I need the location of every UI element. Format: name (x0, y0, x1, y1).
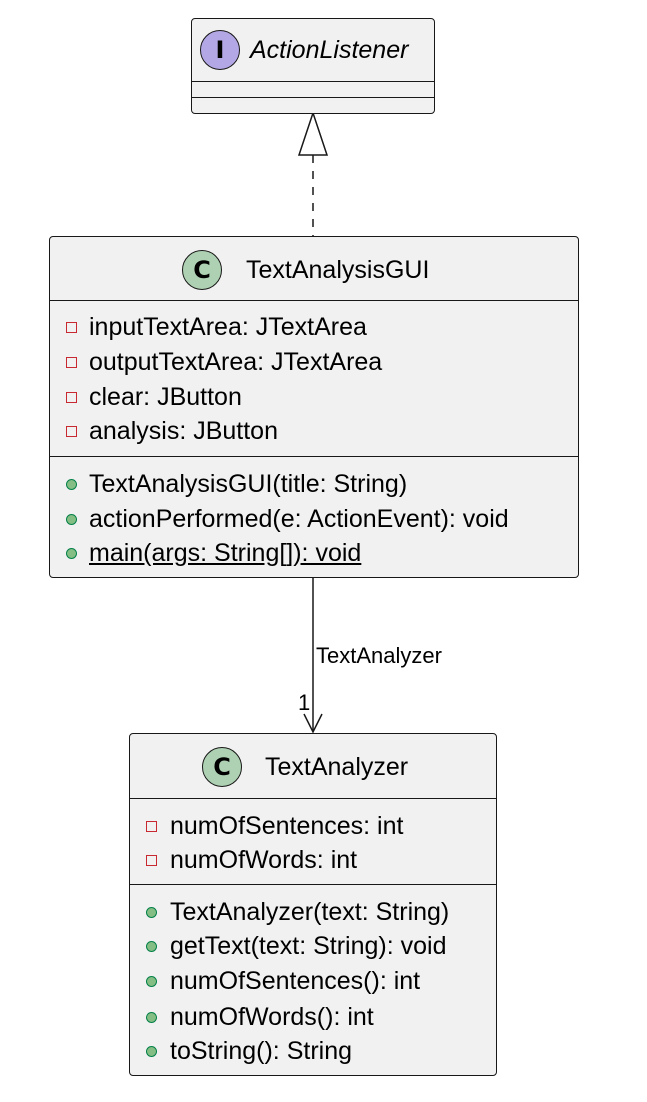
gui-class-stereotype-icon: C (182, 250, 222, 290)
private-field-icon (66, 426, 77, 437)
class-textanalysisgui: C TextAnalysisGUI inputTextArea: JTextAr… (49, 236, 579, 578)
realization-arrowhead (297, 110, 329, 156)
public-method-icon (66, 479, 77, 490)
interface-actionlistener: I ActionListener (191, 18, 435, 114)
analyzer-class-stereotype-icon: C (202, 747, 242, 787)
public-method-icon (146, 976, 157, 987)
gui-static-method: main(args: String[]): void (89, 539, 362, 567)
gui-field: clear: JButton (89, 383, 242, 411)
private-field-icon (146, 855, 157, 866)
association-arrowhead (303, 713, 323, 734)
public-method-icon (146, 941, 157, 952)
gui-field: analysis: JButton (89, 417, 278, 445)
class-textanalyzer: C TextAnalyzer numOfSentences: int numOf… (129, 733, 497, 1076)
analyzer-field: numOfSentences: int (170, 812, 404, 840)
private-field-icon (66, 392, 77, 403)
public-method-icon (146, 1046, 157, 1057)
gui-method: TextAnalysisGUI(title: String) (89, 470, 408, 498)
interface-name: ActionListener (250, 36, 409, 64)
analyzer-method: numOfSentences(): int (170, 967, 421, 995)
association-multiplicity: 1 (298, 690, 311, 715)
public-method-icon (66, 514, 77, 525)
gui-method: actionPerformed(e: ActionEvent): void (89, 505, 509, 533)
analyzer-class-header: C TextAnalyzer (130, 734, 496, 799)
interface-header: I ActionListener (192, 19, 434, 82)
gui-field: inputTextArea: JTextArea (89, 313, 367, 341)
gui-field: outputTextArea: JTextArea (89, 348, 383, 376)
private-field-icon (146, 821, 157, 832)
gui-class-header: C TextAnalysisGUI (50, 237, 578, 301)
public-method-icon (146, 907, 157, 918)
private-field-icon (66, 357, 77, 368)
analyzer-field: numOfWords: int (170, 846, 358, 874)
public-method-icon (146, 1012, 157, 1023)
gui-class-name: TextAnalysisGUI (246, 256, 430, 284)
analyzer-class-name: TextAnalyzer (265, 753, 409, 781)
analyzer-method: TextAnalyzer(text: String) (170, 898, 450, 926)
association-label: TextAnalyzer (316, 643, 442, 668)
interface-divider (192, 97, 434, 98)
private-field-icon (66, 322, 77, 333)
analyzer-class-divider (130, 884, 496, 885)
analyzer-method: numOfWords(): int (170, 1003, 374, 1031)
analyzer-method: toString(): String (170, 1037, 353, 1065)
public-method-icon (66, 548, 77, 559)
gui-class-divider (50, 456, 578, 457)
analyzer-method: getText(text: String): void (170, 932, 447, 960)
interface-stereotype-icon: I (200, 30, 240, 70)
